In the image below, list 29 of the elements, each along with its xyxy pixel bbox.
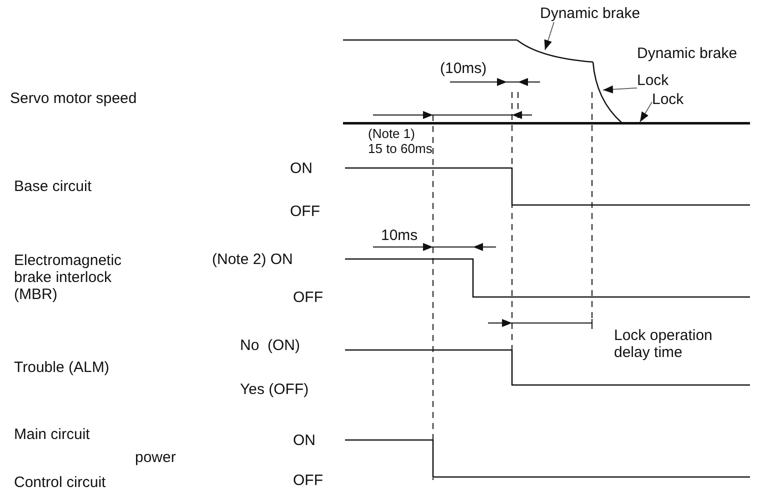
state-label: ON [290,160,312,177]
dimension-label: Lock operation delay time [614,327,714,361]
dimension-label: 10ms [381,227,418,244]
annotation-text: Dynamic brake [540,5,640,22]
state-label: OFF [293,472,323,489]
speed-curve [592,62,622,124]
signal-name: Trouble (ALM) [14,359,110,376]
state-label: Yes (OFF) [240,381,309,398]
annotation-text: Lock [652,91,684,108]
annotation-text: Dynamic brake Lock [637,40,749,94]
dimension-label: (Note 1) [368,126,415,142]
signal-name: Electromagnetic brake interlock (MBR) [14,252,123,303]
state-label: ON [293,432,316,449]
state-label: OFF [293,289,323,306]
signal-name: power [135,449,176,466]
signal-name: Base circuit [14,178,92,195]
leader-line [640,102,652,122]
state-label: OFF [290,203,320,220]
signal-name: Control circuit [14,474,106,491]
signal-name: Servo motor speed [10,90,137,107]
leader-line [544,22,554,50]
speed-curve [516,39,594,63]
leader-line [602,85,638,94]
state-label: No (ON) [240,337,300,354]
dimension-label: (10ms) [440,60,487,77]
signal-name: Main circuit [14,426,90,443]
speed-baseline [343,122,750,124]
dimension-label: 15 to 60ms [368,141,432,157]
state-label: (Note 2) ON [212,251,293,268]
